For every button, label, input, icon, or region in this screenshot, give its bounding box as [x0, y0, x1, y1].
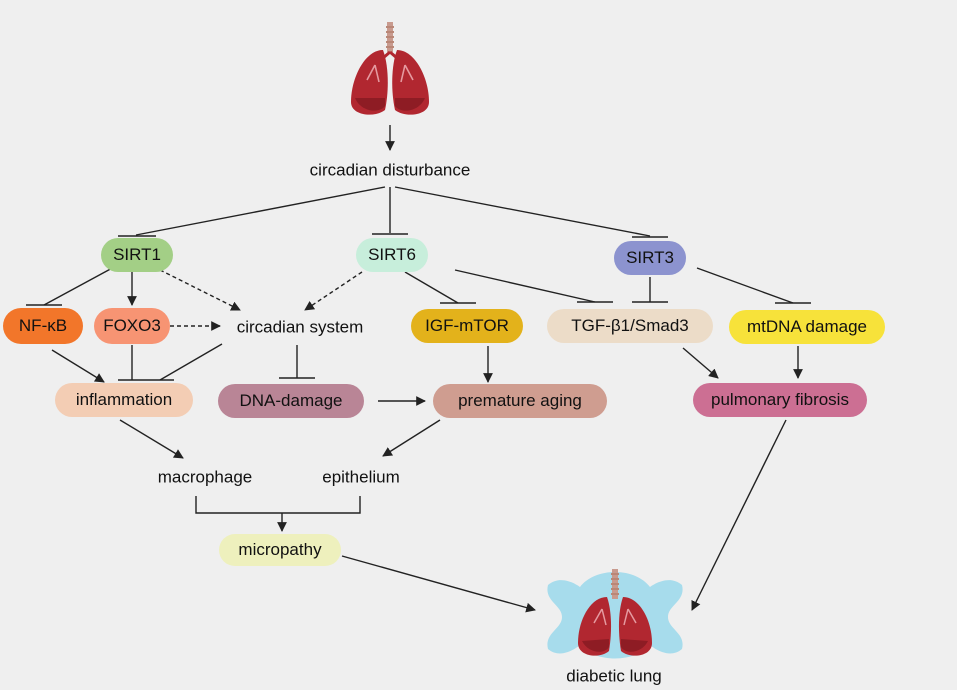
node-dna-damage: DNA-damage: [218, 384, 364, 418]
node-nfkb: NF-κB: [3, 308, 83, 344]
node-foxo3: FOXO3: [94, 308, 170, 344]
node-epithelium: epithelium: [322, 467, 400, 487]
node-diabetic-lung: diabetic lung: [566, 666, 662, 686]
edge-disturbance-to-sirt1: [135, 186, 386, 236]
node-sirt6: SIRT6: [356, 238, 428, 272]
edge-sirt6-to-circadian-system: [304, 271, 363, 311]
edge-tgf-to-fibrosis: [682, 347, 719, 379]
edge-sirt1-to-circadian-system: [159, 269, 241, 311]
node-sirt1: SIRT1: [101, 238, 173, 272]
node-mtdna-damage: mtDNA damage: [729, 310, 885, 344]
node-circadian-system: circadian system: [236, 317, 364, 337]
edge-nfkb-to-inflammation: [51, 349, 105, 383]
node-sirt3: SIRT3: [614, 241, 686, 275]
node-macrophage: macrophage: [157, 467, 253, 487]
edge-sirt3-to-mtdna: [696, 267, 794, 304]
node-tgf-smad3: TGF-β1/Smad3: [547, 309, 713, 343]
edge-bracket-to-micropathy: [195, 496, 361, 514]
node-inflammation: inflammation: [55, 383, 193, 417]
edge-sirt6-to-tgf: [454, 269, 596, 303]
node-igf-mtor: IGF-mTOR: [411, 309, 523, 343]
edge-disturbance-to-sirt3: [394, 186, 651, 237]
node-circadian-disturbance: circadian disturbance: [309, 160, 471, 180]
edge-micropathy-to-diabetic-lung: [341, 555, 536, 613]
lung-icon: [345, 20, 435, 120]
node-micropathy: micropathy: [219, 534, 341, 566]
node-premature-aging: premature aging: [433, 384, 607, 418]
edge-inflammation-to-macrophage: [119, 419, 184, 459]
edge-sirt6-to-igf: [404, 271, 459, 304]
edge-sirt1-to-nfkb: [43, 265, 117, 306]
edge-fibrosis-to-diabetic-lung: [691, 419, 787, 611]
diabetic-lung-icon: [540, 565, 690, 665]
edge-aging-to-epithelium: [382, 419, 441, 457]
node-pulmonary-fibrosis: pulmonary fibrosis: [693, 383, 867, 417]
edge-circadian-to-inflammation: [159, 343, 223, 381]
